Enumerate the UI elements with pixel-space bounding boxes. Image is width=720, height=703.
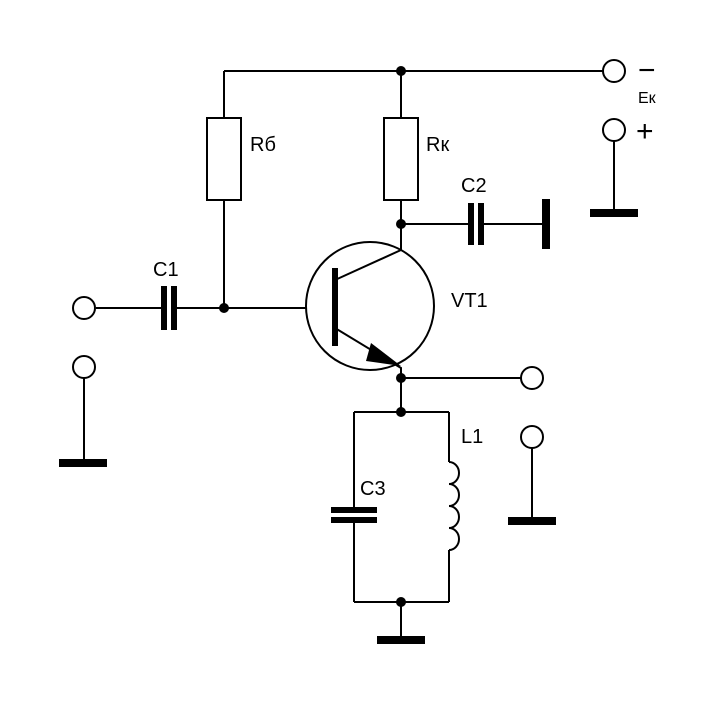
left-ground-bar (59, 459, 107, 467)
label-l1: L1 (461, 426, 483, 448)
terminal-supply-plus (602, 118, 626, 142)
emitter-arrow (366, 343, 401, 366)
c2-ground-bar (542, 199, 550, 249)
junction-dot (396, 373, 406, 383)
label-c3: C3 (360, 478, 386, 500)
capacitor-c1 (161, 286, 177, 330)
inductor-l1 (448, 461, 460, 551)
label-c2: C2 (461, 175, 487, 197)
terminal-output (520, 366, 544, 390)
label-vt1: VT1 (451, 290, 488, 312)
terminal-output-ground (520, 425, 544, 449)
label-rb: Rб (250, 134, 276, 156)
junction-dot (396, 597, 406, 607)
label-c1: C1 (153, 259, 179, 281)
capacitor-c2 (468, 203, 484, 245)
resistor-rb (206, 117, 242, 201)
junction-dot (396, 66, 406, 76)
label-supply: Eк (638, 90, 657, 107)
junction-dot (219, 303, 229, 313)
junction-dot (396, 407, 406, 417)
resistor-rk (383, 117, 419, 201)
terminal-supply-minus (602, 59, 626, 83)
transistor-vt1-body (305, 241, 435, 371)
terminal-input-ground (72, 355, 96, 379)
capacitor-c3 (331, 507, 377, 523)
label-rk: Rк (426, 134, 449, 156)
junction-dot (396, 219, 406, 229)
label-supply-plus: + (636, 115, 654, 148)
right-ground-bar (508, 517, 556, 525)
supply-ground-bar (590, 209, 638, 217)
label-supply-minus: − (638, 54, 656, 87)
terminal-input (72, 296, 96, 320)
tank-ground-bar (377, 636, 425, 644)
transistor-collector (334, 249, 402, 281)
